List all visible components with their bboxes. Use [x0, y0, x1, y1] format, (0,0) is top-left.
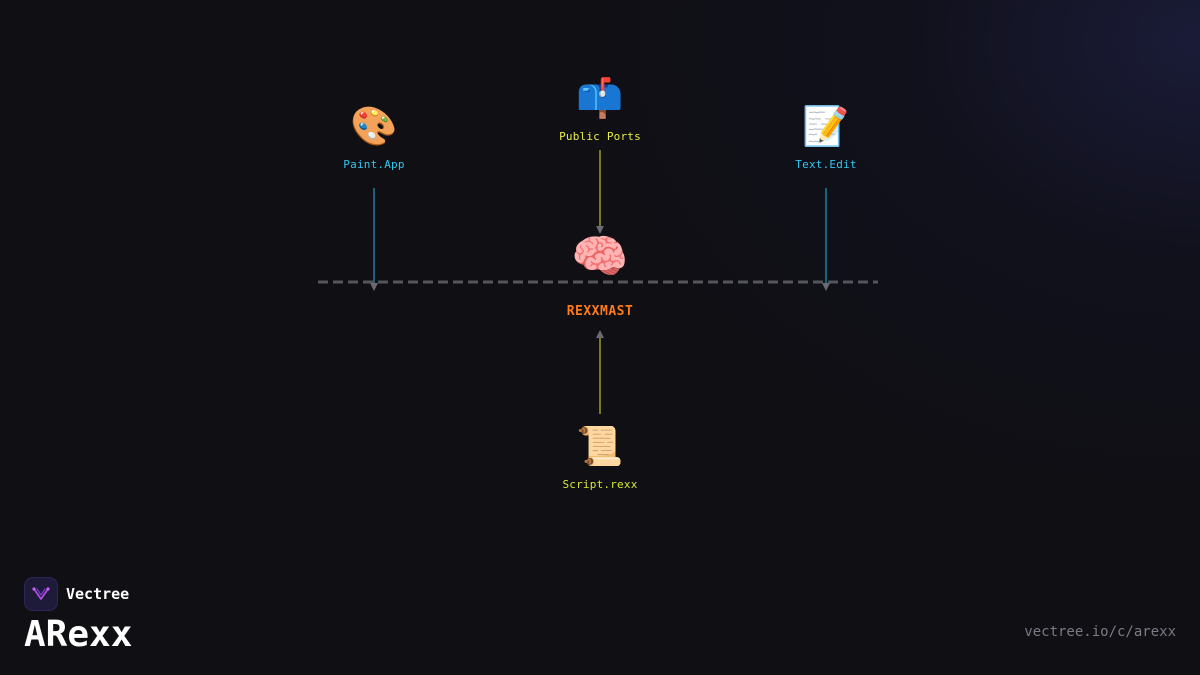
node-label-text-edit: Text.Edit: [795, 158, 857, 171]
product-title: ARexx: [24, 614, 133, 655]
arrowhead-script: [596, 330, 604, 338]
memo-icon: 📝: [802, 104, 850, 148]
node-label-paint-app: Paint.App: [343, 158, 405, 171]
node-script-rexx: 📜 Script.rexx: [520, 424, 680, 491]
brain-icon: 🧠: [571, 229, 629, 283]
node-text-edit: 📝 Text.Edit: [746, 104, 906, 171]
palette-icon: 🎨: [350, 104, 398, 148]
node-label-script-rexx: Script.rexx: [562, 478, 638, 491]
node-public-ports: 📫 Public Ports: [520, 76, 680, 143]
node-label-rexxmast: REXXMAST: [566, 304, 634, 319]
scroll-icon: 📜: [576, 424, 624, 468]
node-paint-app: 🎨 Paint.App: [294, 104, 454, 171]
footer-url[interactable]: vectree.io/c/arexx: [1024, 624, 1176, 640]
mailbox-icon: 📫: [576, 76, 624, 120]
arrowhead-paint: [370, 283, 378, 291]
vectree-logo-mark: [32, 587, 50, 600]
brand-block: Vectree ARexx: [24, 577, 132, 657]
node-label-public-ports: Public Ports: [559, 130, 641, 143]
vectree-logo-icon: [24, 577, 58, 611]
brand-name: Vectree: [66, 585, 130, 603]
arrowhead-ports: [596, 226, 604, 234]
node-rexxmast: 🧠 REXXMAST: [500, 228, 700, 319]
arrowhead-text: [822, 283, 830, 291]
brand-row: Vectree: [24, 577, 132, 611]
